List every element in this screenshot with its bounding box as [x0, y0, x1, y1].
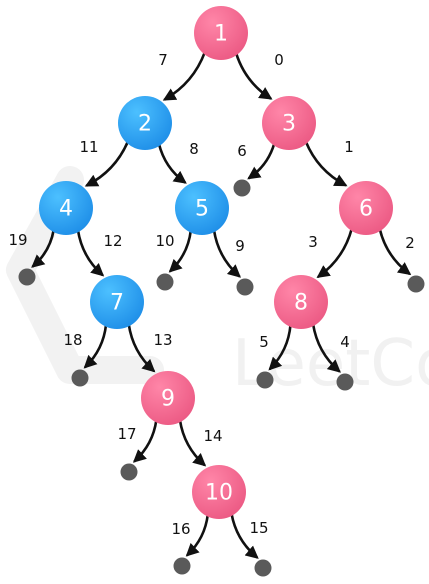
edge-label-3: 3 [308, 233, 318, 251]
node-1: 1 [194, 6, 248, 60]
node-2-label: 2 [138, 112, 152, 137]
edge-label-17: 17 [117, 425, 136, 443]
edge-4-7 [76, 228, 105, 277]
edge-8-L5 [268, 323, 292, 371]
edge-1-2 [162, 50, 207, 101]
null-leaf [254, 559, 272, 577]
edge-label-16: 16 [171, 520, 190, 538]
edge-label-4: 4 [340, 333, 350, 351]
edge-3-L6 [247, 141, 276, 180]
node-3: 3 [262, 96, 316, 150]
edge-label-2: 2 [405, 234, 415, 252]
null-leaf [18, 268, 36, 286]
node-5-circle [175, 181, 229, 235]
edge-label-0: 0 [274, 51, 284, 69]
edge-label-5: 5 [259, 333, 269, 351]
node-7-circle [90, 275, 144, 329]
edge-label-12: 12 [103, 232, 122, 250]
node-8-circle [274, 275, 328, 329]
null-leaf [120, 463, 138, 481]
node-4-label: 4 [59, 197, 73, 222]
null-leaf [71, 369, 89, 387]
edge-6-L2 [378, 227, 412, 276]
node-9-label: 9 [161, 387, 175, 412]
edge-7-9 [127, 322, 156, 373]
edge-label-7: 7 [158, 51, 168, 69]
null-leaf [336, 373, 354, 391]
edge-label-6: 6 [237, 142, 247, 160]
node-10-circle [192, 465, 246, 519]
node-5: 5 [175, 181, 229, 235]
node-3-label: 3 [282, 112, 296, 137]
null-leaf [256, 371, 274, 389]
edge-label-14: 14 [203, 427, 222, 445]
edge-label-9: 9 [235, 237, 245, 255]
node-6-label: 6 [359, 197, 373, 222]
node-2-circle [118, 96, 172, 150]
node-1-circle [194, 6, 248, 60]
edge-10-L15 [230, 512, 259, 559]
node-4: 4 [39, 181, 93, 235]
edge-label-8: 8 [189, 140, 199, 158]
node-9-circle [141, 371, 195, 425]
node-10-label: 10 [205, 481, 233, 506]
edge-5-L10 [168, 229, 193, 273]
node-7: 7 [90, 275, 144, 329]
node-6: 6 [339, 181, 393, 235]
edge-8-L4 [311, 322, 341, 373]
edge-9-L17 [132, 418, 158, 463]
edge-label-19: 19 [8, 231, 27, 249]
edge-label-13: 13 [153, 331, 172, 349]
edge-10-L16 [185, 513, 210, 557]
edges-layer: 7 0 11 8 6 1 19 12 10 9 3 2 18 13 5 4 17 14 16 15 [8, 50, 415, 559]
edge-1-3 [234, 51, 273, 100]
node-2: 2 [118, 96, 172, 150]
edge-3-6 [304, 140, 348, 187]
edge-5-L9 [212, 228, 241, 278]
edge-7-L18 [83, 323, 108, 369]
null-leaf [173, 557, 191, 575]
null-leaf [407, 275, 425, 293]
watermark: LeetCode [6, 166, 429, 401]
null-leaf [236, 278, 254, 296]
edge-label-1: 1 [344, 138, 354, 156]
node-6-circle [339, 181, 393, 235]
node-8: 8 [274, 275, 328, 329]
edge-label-15: 15 [249, 519, 268, 537]
edge-label-11: 11 [79, 138, 98, 156]
node-1-label: 1 [214, 22, 228, 47]
edge-label-18: 18 [63, 331, 82, 349]
node-9: 9 [141, 371, 195, 425]
node-3-circle [262, 96, 316, 150]
edge-2-4 [84, 140, 130, 187]
node-5-label: 5 [195, 197, 209, 222]
node-8-label: 8 [294, 291, 308, 316]
edge-2-5 [157, 142, 187, 184]
node-4-circle [39, 181, 93, 235]
edge-9-10 [178, 418, 207, 467]
edge-label-10: 10 [155, 232, 174, 250]
null-leaf [156, 273, 174, 291]
node-10: 10 [192, 465, 246, 519]
edge-6-8 [316, 227, 354, 279]
node-7-label: 7 [110, 291, 124, 316]
null-leaf [233, 179, 251, 197]
edge-4-L19 [31, 228, 55, 268]
